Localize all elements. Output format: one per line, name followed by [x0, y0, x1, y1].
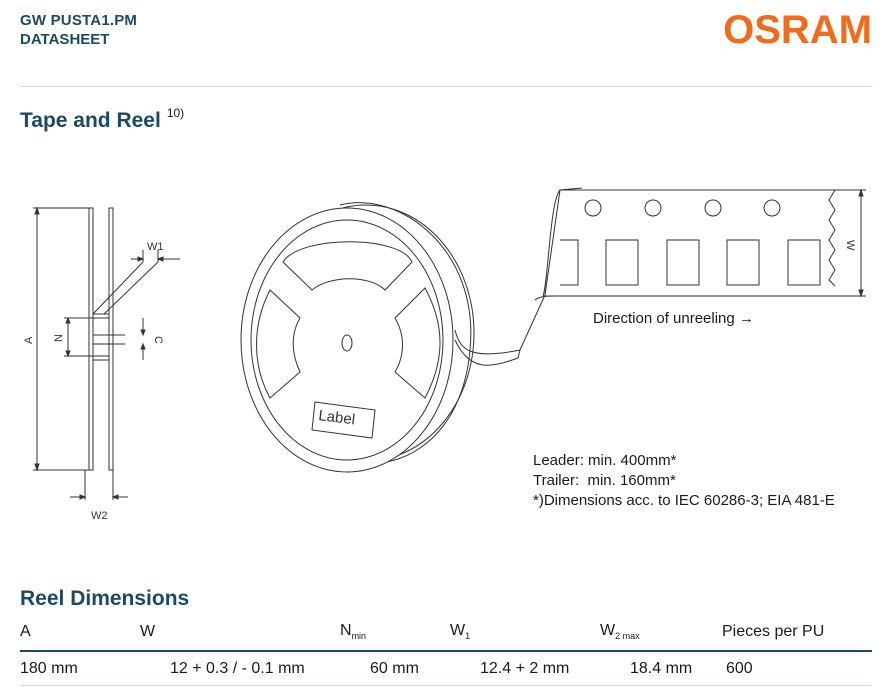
footnote-ref: 10): [166, 106, 185, 120]
tape-and-reel-heading: Tape and Reel 10): [20, 106, 184, 133]
reel-perspective-view: [240, 187, 583, 473]
col-w1: W1: [450, 617, 600, 652]
osram-logo: OSRAM: [723, 8, 872, 52]
cell-n: 60 mm: [340, 651, 450, 686]
dim-n-label: N: [53, 334, 65, 342]
cell-w2: 18.4 mm: [600, 651, 722, 686]
unreeling-direction: Direction of unreeling →: [593, 310, 754, 327]
tape-and-reel-title: Tape and Reel: [20, 109, 161, 132]
product-name: GW PUSTA1.PM: [20, 12, 138, 29]
col-a: A: [20, 617, 140, 652]
header-divider: [20, 86, 872, 87]
carrier-tape: [542, 188, 866, 298]
col-w1-main: W: [450, 622, 466, 640]
cell-w1: 12.4 + 2 mm: [450, 651, 600, 686]
col-pieces: Pieces per PU: [722, 617, 872, 652]
col-w: W: [140, 617, 340, 652]
reel-dimensions-title: Reel Dimensions: [20, 587, 190, 610]
dim-w2-label: W2: [91, 510, 108, 522]
col-w2-sub: 2 max: [615, 631, 640, 642]
table-header-row: A W Nmin W1 W2 max Pieces per PU: [20, 617, 872, 652]
reel-dimensions-table: A W Nmin W1 W2 max Pieces per PU 180 mm …: [20, 617, 872, 686]
col-w2: W2 max: [600, 617, 722, 652]
cell-w: 12 + 0.3 / - 0.1 mm: [140, 651, 340, 686]
reel-label-text: Label: [318, 407, 357, 428]
col-w2-main: W: [600, 622, 616, 640]
dim-a-label: A: [23, 336, 35, 344]
reel-side-view: [33, 206, 180, 500]
cell-a: 180 mm: [20, 651, 140, 686]
dim-c-label: C: [152, 336, 164, 344]
col-n-sub: min: [351, 631, 367, 642]
col-n-main: N: [340, 622, 352, 640]
leader-note: Leader: min. 400mm*: [533, 452, 677, 469]
tape-reel-drawing: W1 W2 A N C W Label Direction of unreeli…: [23, 187, 866, 522]
standards-note: *)Dimensions acc. to IEC 60286-3; EIA 48…: [533, 492, 835, 509]
tape-notes: Leader: min. 400mm* Trailer: min. 160mm*…: [533, 451, 835, 511]
col-w1-sub: 1: [465, 631, 471, 642]
table-row: 180 mm 12 + 0.3 / - 0.1 mm 60 mm 12.4 + …: [20, 651, 872, 686]
trailer-note: Trailer: min. 160mm*: [533, 472, 676, 489]
col-n: Nmin: [340, 617, 450, 652]
cell-pieces: 600: [722, 651, 872, 686]
dim-w-label: W: [844, 240, 856, 251]
document-type: DATASHEET: [20, 31, 110, 48]
dim-w1-label: W1: [147, 241, 164, 253]
